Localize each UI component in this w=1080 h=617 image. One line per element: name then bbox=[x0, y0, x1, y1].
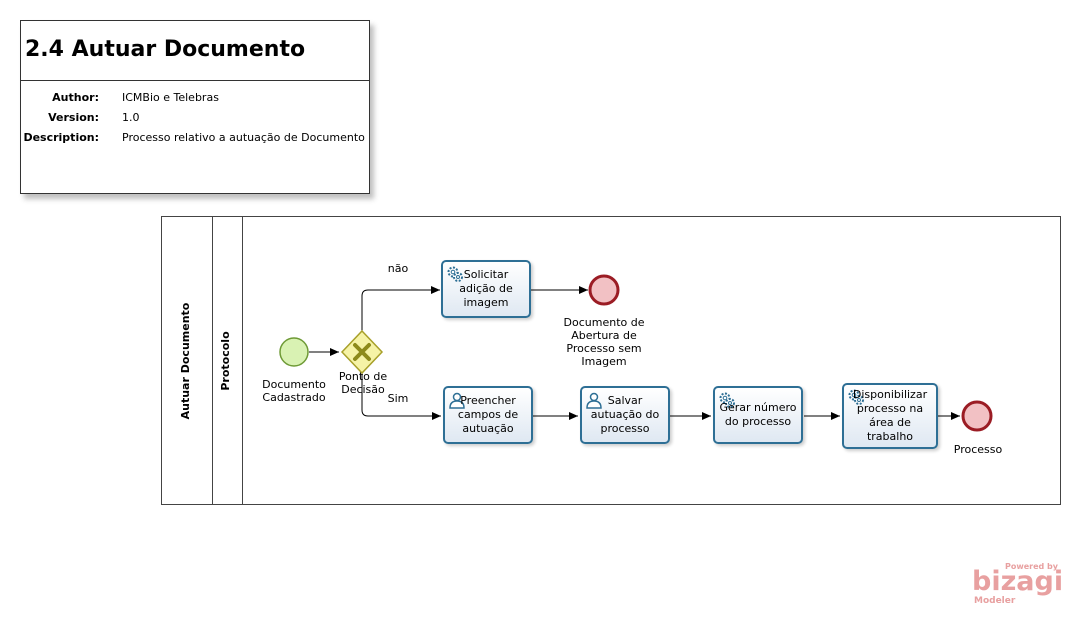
end-event-image-label: Documento de Abertura de Processo sem Im… bbox=[563, 316, 645, 368]
version-label: Version: bbox=[48, 111, 99, 124]
lane-header-divider bbox=[242, 217, 243, 504]
user-task-icon bbox=[586, 392, 602, 409]
task-preencher-campos[interactable]: Preencher campos de autuação bbox=[443, 386, 533, 444]
description-label: Description: bbox=[23, 131, 99, 144]
task-label: Gerar número do processo bbox=[719, 401, 797, 428]
header-divider bbox=[21, 80, 369, 81]
product-text: Modeler bbox=[974, 596, 1016, 606]
task-gerar-numero[interactable]: Gerar número do processo bbox=[713, 386, 803, 444]
task-label: Preencher campos de autuação bbox=[457, 394, 519, 435]
version-value: 1.0 bbox=[122, 111, 140, 124]
pool[interactable]: Autuar Documento Protocolo bbox=[161, 216, 1061, 505]
service-gear-icon bbox=[848, 389, 864, 405]
gateway-label: Ponto de Decisão bbox=[338, 370, 388, 396]
service-gear-icon bbox=[719, 392, 735, 408]
powered-by-text: Powered by bbox=[1005, 562, 1058, 571]
end-event-image bbox=[588, 274, 620, 306]
task-label: Disponibilizar processo na área de traba… bbox=[852, 388, 928, 443]
end-event-process-label: Processo bbox=[953, 443, 1003, 456]
diagram-title: 2.4 Autuar Documento bbox=[25, 37, 306, 62]
start-event bbox=[279, 337, 309, 367]
task-label: Salvar autuação do processo bbox=[590, 394, 660, 435]
task-disponibilizar-processo[interactable]: Disponibilizar processo na área de traba… bbox=[842, 383, 938, 449]
start-event-label: Documento Cadastrado bbox=[262, 378, 326, 404]
diagram-header: 2.4 Autuar Documento Author: ICMBio e Te… bbox=[20, 20, 370, 194]
exclusive-gateway bbox=[340, 329, 384, 375]
description-value: Processo relativo a autuação de Document… bbox=[122, 131, 365, 144]
flow-gateway-no bbox=[361, 286, 440, 332]
user-task-icon bbox=[449, 392, 465, 409]
task-solicitar-adicao-imagem[interactable]: Solicitar adição de imagem bbox=[441, 260, 531, 318]
bizagi-logo: Powered by bizagi Modeler bbox=[968, 562, 1064, 610]
task-salvar-autuacao[interactable]: Salvar autuação do processo bbox=[580, 386, 670, 444]
brand-text: bizagi bbox=[972, 566, 1064, 597]
flow-gateway-yes bbox=[361, 372, 441, 420]
flow-label-no: não bbox=[387, 262, 409, 275]
author-value: ICMBio e Telebras bbox=[122, 91, 219, 104]
task-label: Solicitar adição de imagem bbox=[459, 268, 513, 309]
service-gear-icon bbox=[447, 266, 463, 282]
author-label: Author: bbox=[52, 91, 99, 104]
flow-label-yes: Sim bbox=[387, 392, 409, 405]
pool-header-divider bbox=[212, 217, 213, 504]
end-event-process bbox=[961, 400, 993, 432]
